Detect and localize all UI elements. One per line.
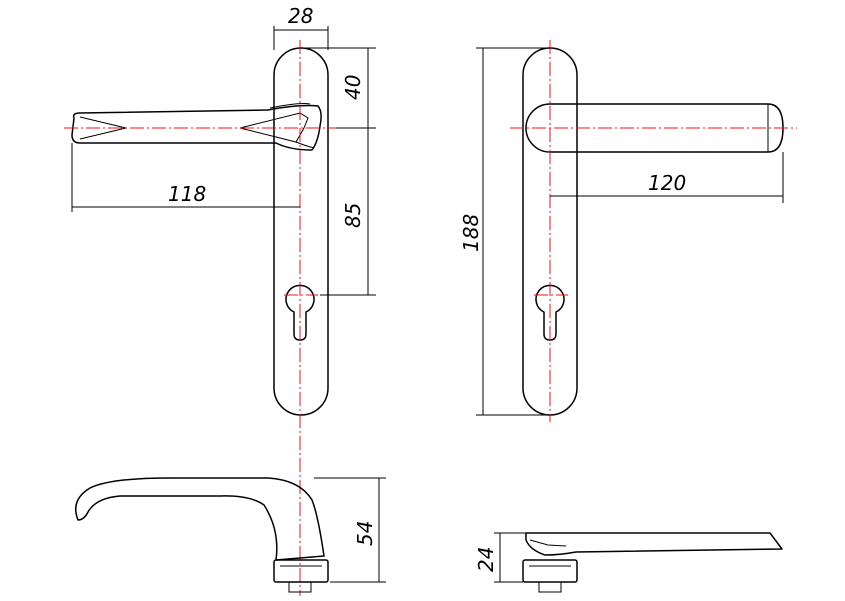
dim-plate-height: 188 xyxy=(459,214,483,252)
lever-profile-b xyxy=(525,532,783,556)
keyhole-a xyxy=(285,284,315,341)
spindle-a xyxy=(288,581,312,593)
lever-handle-a xyxy=(71,104,322,151)
dim-handle-height-b: 24 xyxy=(474,547,498,572)
lever-rose-a xyxy=(269,103,315,149)
front-view-a xyxy=(64,40,345,596)
keyhole-b xyxy=(535,284,565,341)
dimensions-view-b: 188 120 xyxy=(459,47,784,416)
dim-handle-length-a: 118 xyxy=(168,182,206,206)
side-view-b: 24 xyxy=(474,532,783,593)
side-view-a: 54 xyxy=(75,477,386,593)
rose-b xyxy=(522,559,578,583)
lever-handle-b xyxy=(525,103,784,153)
dimensions-view-a: 28 40 85 118 xyxy=(71,4,376,296)
dim-handle-height-a: 54 xyxy=(353,521,377,546)
lever-profile-a xyxy=(75,477,325,561)
dim-handle-to-keyhole: 85 xyxy=(341,203,365,228)
dim-plate-width: 28 xyxy=(288,4,313,28)
dim-handle-length-b: 120 xyxy=(648,171,686,195)
rose-a xyxy=(273,559,329,583)
dim-handle-axis: 40 xyxy=(341,75,365,100)
spindle-b xyxy=(538,581,562,593)
front-view-b xyxy=(510,40,797,422)
backplate-a xyxy=(273,47,329,416)
